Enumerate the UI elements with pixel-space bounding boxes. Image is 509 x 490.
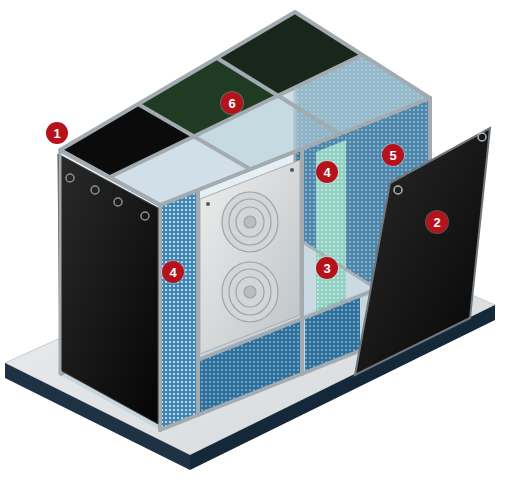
- callout-number: 2: [433, 216, 440, 229]
- callout-badge: 6: [221, 92, 243, 114]
- callout-number: 6: [228, 97, 235, 110]
- callout-number: 5: [389, 149, 396, 162]
- callout-badge: 4: [162, 261, 184, 283]
- callout-badge: 4: [316, 161, 338, 183]
- callout-badge: 5: [382, 144, 404, 166]
- callout-badge: 2: [426, 211, 448, 233]
- callout-number: 3: [323, 262, 330, 275]
- callout-badge: 1: [46, 122, 68, 144]
- callout-number: 1: [53, 127, 60, 140]
- callout-number: 4: [323, 166, 330, 179]
- callout-number: 4: [169, 266, 176, 279]
- callout-badge: 3: [316, 257, 338, 279]
